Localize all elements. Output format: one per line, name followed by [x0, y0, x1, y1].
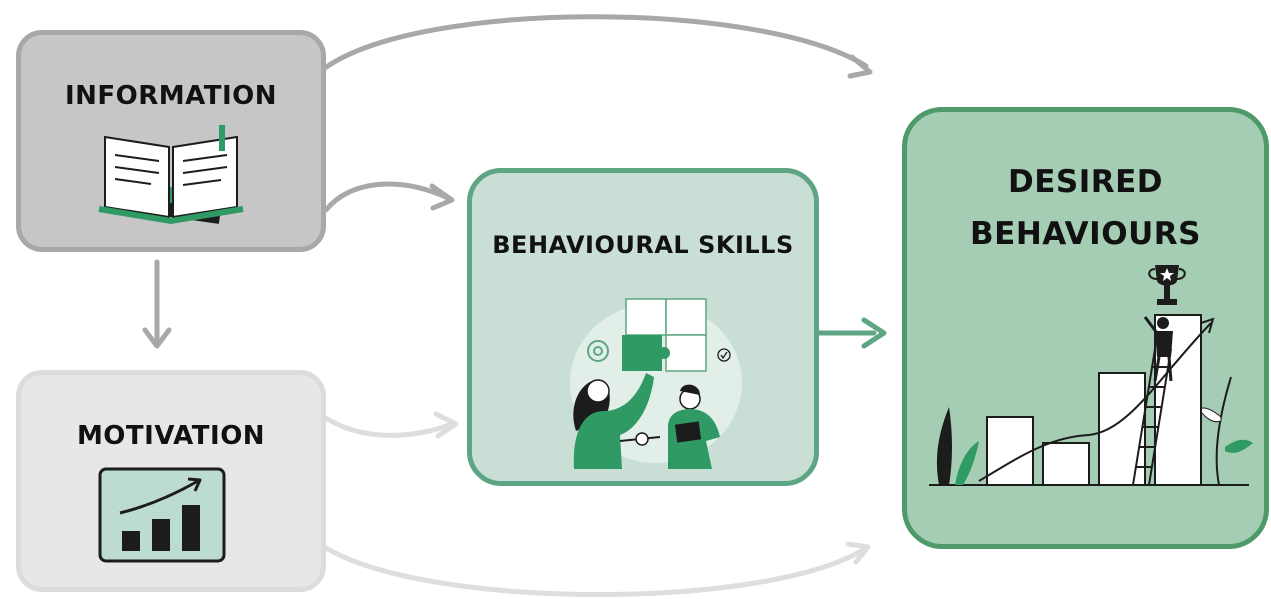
information-label: INFORMATION [64, 81, 278, 111]
desired-behaviours-label-line2: BEHAVIOURS [970, 216, 1201, 252]
motivation-box: MOTIVATION [16, 370, 326, 592]
arrow-motivation-to-skills [323, 415, 455, 438]
behavioural-skills-label: BEHAVIOURAL SKILLS [492, 231, 794, 259]
puzzle-collaboration-illustration [570, 298, 742, 469]
information-box: INFORMATION [16, 30, 326, 252]
arrow-information-to-skills [323, 181, 451, 213]
trophy-climb-illustration [929, 265, 1253, 486]
desired-behaviours-label-line1: DESIRED [1007, 164, 1164, 200]
motivation-label: MOTIVATION [76, 421, 266, 451]
behavioural-skills-box: BEHAVIOURAL SKILLS [467, 168, 819, 486]
arrow-information-to-desired [322, 14, 869, 71]
open-book-icon [98, 125, 244, 225]
arrow-motivation-to-desired [323, 545, 869, 597]
desired-behaviours-label: DESIRED BEHAVIOURS [907, 156, 1264, 260]
growth-chart-icon [98, 467, 226, 563]
desired-behaviours-box: DESIRED BEHAVIOURS [902, 107, 1269, 549]
